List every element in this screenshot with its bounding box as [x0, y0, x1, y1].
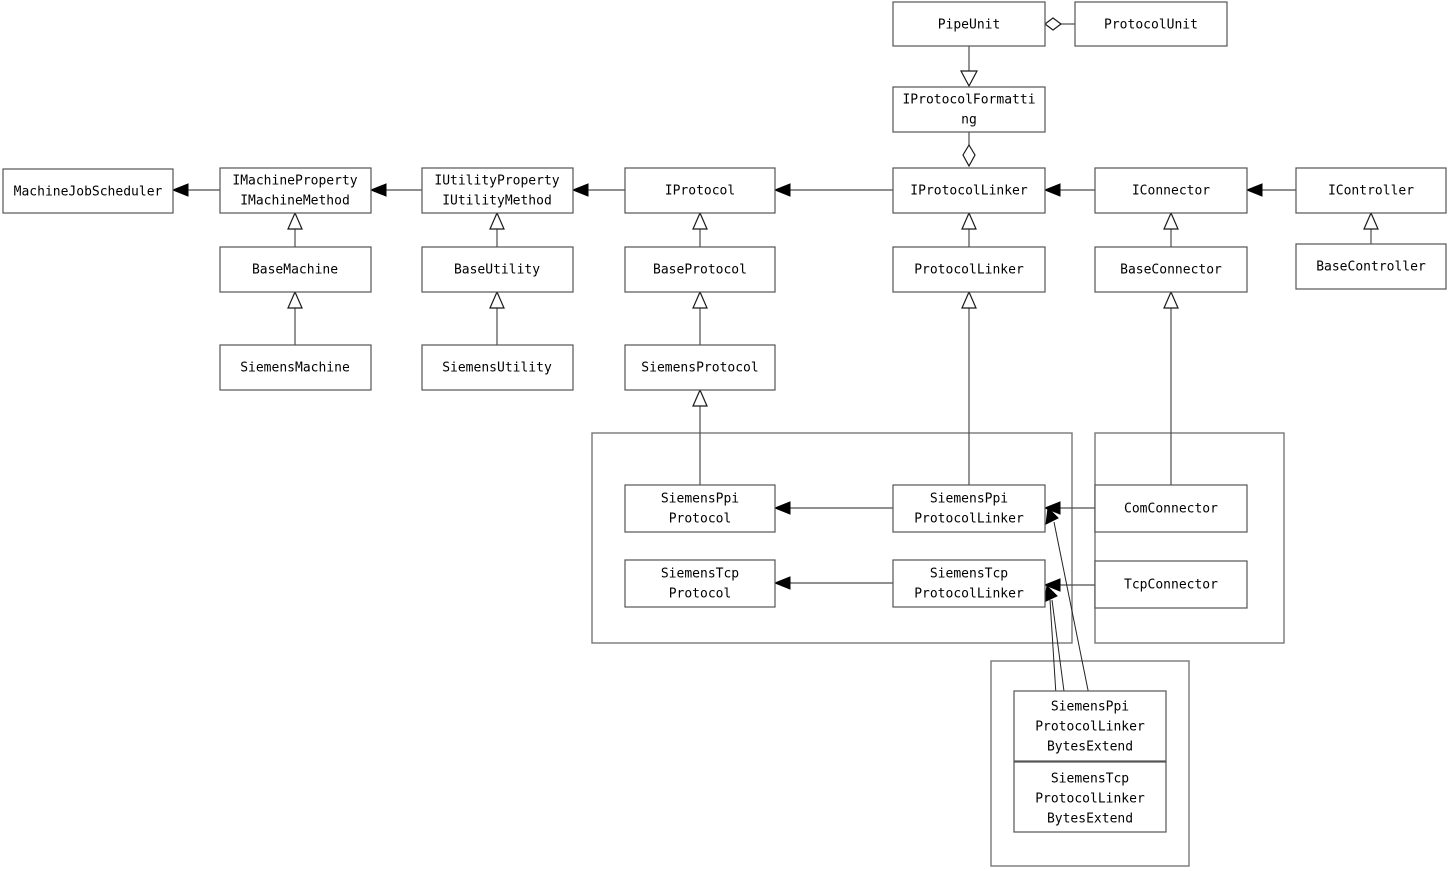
class-label-iutility-property-line1: IUtilityProperty [434, 174, 559, 189]
class-label-siemens-tcp-protocol-line1: SiemensTcp [661, 567, 739, 582]
class-label-base-controller: BaseController [1316, 260, 1426, 275]
generalization-triangle-baseconnector [1163, 290, 1179, 309]
class-label-ppi-bytes-extend-line2: ProtocolLinker [1035, 720, 1145, 735]
generalization-triangle-icontroller [1363, 211, 1379, 230]
edge-ppibytesextend-to-ppilinker [1053, 521, 1091, 701]
class-label-com-connector: ComConnector [1124, 502, 1218, 517]
class-node-iconnector[interactable]: IConnector [1094, 167, 1248, 214]
class-label-base-protocol: BaseProtocol [653, 263, 747, 278]
class-node-iprotocol[interactable]: IProtocol [624, 167, 776, 214]
class-node-com-connector[interactable]: ComConnector [1094, 484, 1248, 533]
class-node-protocol-unit[interactable]: ProtocolUnit [1074, 1, 1228, 47]
arrowhead-ppilinker-from-com [1043, 501, 1061, 515]
aggregation-diamond-pipeunit [1044, 17, 1062, 31]
class-node-siemens-tcp-protocol[interactable]: SiemensTcp Protocol [624, 559, 776, 608]
class-node-siemens-utility[interactable]: SiemensUtility [421, 344, 574, 391]
class-label-protocol-unit: ProtocolUnit [1104, 18, 1198, 33]
class-node-base-connector[interactable]: BaseConnector [1094, 246, 1248, 293]
class-label-iprotocol-formatting-line1: IProtocolFormatti [902, 93, 1035, 108]
class-label-base-connector: BaseConnector [1120, 263, 1222, 278]
class-node-siemens-ppi-protocol[interactable]: SiemensPpi Protocol [624, 484, 776, 533]
class-node-siemens-tcp-protocol-linker[interactable]: SiemensTcp ProtocolLinker [892, 559, 1046, 608]
class-label-siemens-ppi-protocol-linker-line1: SiemensPpi [930, 492, 1008, 507]
class-label-imachine-property-line1: IMachineProperty [232, 174, 357, 189]
class-node-tcp-connector[interactable]: TcpConnector [1094, 560, 1248, 609]
class-label-siemens-utility: SiemensUtility [442, 361, 552, 376]
class-label-siemens-tcp-protocol-linker-line2: ProtocolLinker [914, 587, 1024, 602]
class-node-siemens-tcp-protocol-linker-bytes-extend[interactable]: SiemensTcp ProtocolLinker BytesExtend [1013, 761, 1167, 833]
class-node-siemens-ppi-protocol-linker[interactable]: SiemensPpi ProtocolLinker [892, 484, 1046, 533]
class-node-iprotocol-linker[interactable]: IProtocolLinker [892, 167, 1046, 214]
class-node-base-machine[interactable]: BaseMachine [219, 246, 372, 293]
group-connector-container [1094, 432, 1285, 644]
class-node-base-utility[interactable]: BaseUtility [421, 246, 574, 293]
class-node-pipe-unit[interactable]: PipeUnit [892, 1, 1046, 47]
class-node-icontroller[interactable]: IController [1295, 167, 1447, 214]
class-node-base-protocol[interactable]: BaseProtocol [624, 246, 776, 293]
class-label-protocol-linker: ProtocolLinker [914, 263, 1024, 278]
generalization-triangle-iprotocollinker [961, 211, 977, 230]
generalization-triangle-baseutility [489, 290, 505, 309]
class-node-machine-job-scheduler[interactable]: MachineJobScheduler [2, 168, 174, 214]
class-label-siemens-machine: SiemensMachine [240, 361, 350, 376]
arrowhead-iprotocollinker [1043, 183, 1061, 197]
arrowhead-iprotocol [773, 183, 791, 197]
class-label-ppi-bytes-extend-line1: SiemensPpi [1051, 700, 1129, 715]
class-label-tcp-bytes-extend-line3: BytesExtend [1047, 812, 1133, 827]
class-label-siemens-tcp-protocol-linker-line1: SiemensTcp [930, 567, 1008, 582]
class-label-siemens-tcp-protocol-line2: Protocol [669, 587, 732, 602]
generalization-triangle-imachine [287, 211, 303, 230]
group-bytes-extend-container [990, 660, 1190, 867]
class-label-pipe-unit: PipeUnit [938, 18, 1001, 33]
class-label-ppi-bytes-extend-line3: BytesExtend [1047, 740, 1133, 755]
realization-triangle-iprotocolformatting [960, 70, 978, 88]
group-protocol-container [591, 432, 1073, 644]
generalization-triangle-protocollinker [961, 290, 977, 309]
class-label-iprotocol: IProtocol [665, 184, 735, 199]
class-node-protocol-linker[interactable]: ProtocolLinker [892, 246, 1046, 293]
class-label-iprotocol-formatting-line2: ng [961, 113, 977, 128]
arrowhead-tcplinker-from-tcp [1043, 578, 1061, 592]
class-label-iprotocol-linker: IProtocolLinker [910, 184, 1028, 199]
generalization-triangle-iutility [489, 211, 505, 230]
class-label-siemens-protocol: SiemensProtocol [641, 361, 758, 376]
class-label-siemens-ppi-protocol-linker-line2: ProtocolLinker [914, 512, 1024, 527]
class-label-iconnector: IConnector [1132, 184, 1210, 199]
class-label-siemens-ppi-protocol-line2: Protocol [669, 512, 732, 527]
arrowhead-iutility [571, 183, 589, 197]
arrowhead-ppilinker-from-bytesextend [1045, 506, 1059, 525]
group-containers [591, 432, 1285, 867]
class-label-base-utility: BaseUtility [454, 263, 540, 278]
arrowhead-ppiprotocol [773, 501, 791, 515]
class-label-imachine-property-line2: IMachineMethod [240, 194, 350, 209]
nodes-layer: PipeUnit ProtocolUnit IProtocolFormatti … [2, 1, 1447, 833]
class-label-tcp-bytes-extend-line1: SiemensTcp [1051, 772, 1129, 787]
arrowhead-scheduler [171, 183, 189, 197]
generalization-triangle-iconnector [1163, 211, 1179, 230]
class-label-base-machine: BaseMachine [252, 263, 338, 278]
class-label-machine-job-scheduler: MachineJobScheduler [14, 185, 163, 200]
generalization-triangle-baseprotocol [692, 290, 708, 309]
generalization-triangle-siemensprotocol [692, 388, 708, 407]
arrowhead-tcpprotocol [773, 576, 791, 590]
class-node-siemens-machine[interactable]: SiemensMachine [219, 344, 372, 391]
arrowhead-imachine [369, 183, 387, 197]
class-label-tcp-connector: TcpConnector [1124, 578, 1218, 593]
class-label-tcp-bytes-extend-line2: ProtocolLinker [1035, 792, 1145, 807]
class-node-imachine-property[interactable]: IMachineProperty IMachineMethod [219, 167, 372, 214]
generalization-triangle-basemachine [287, 290, 303, 309]
generalization-triangle-iprotocol [692, 211, 708, 230]
aggregation-diamond-iprotocollinker [962, 143, 976, 168]
class-node-iprotocol-formatting[interactable]: IProtocolFormatti ng [892, 86, 1046, 133]
arrowhead-iconnector [1245, 183, 1263, 197]
class-label-iutility-property-line2: IUtilityMethod [442, 194, 552, 209]
class-label-siemens-ppi-protocol-line1: SiemensPpi [661, 492, 739, 507]
class-label-icontroller: IController [1328, 184, 1414, 199]
class-node-iutility-property[interactable]: IUtilityProperty IUtilityMethod [421, 167, 574, 214]
class-node-base-controller[interactable]: BaseController [1295, 243, 1447, 290]
class-node-siemens-protocol[interactable]: SiemensProtocol [624, 344, 776, 391]
class-node-siemens-ppi-protocol-linker-bytes-extend[interactable]: SiemensPpi ProtocolLinker BytesExtend [1013, 690, 1167, 762]
